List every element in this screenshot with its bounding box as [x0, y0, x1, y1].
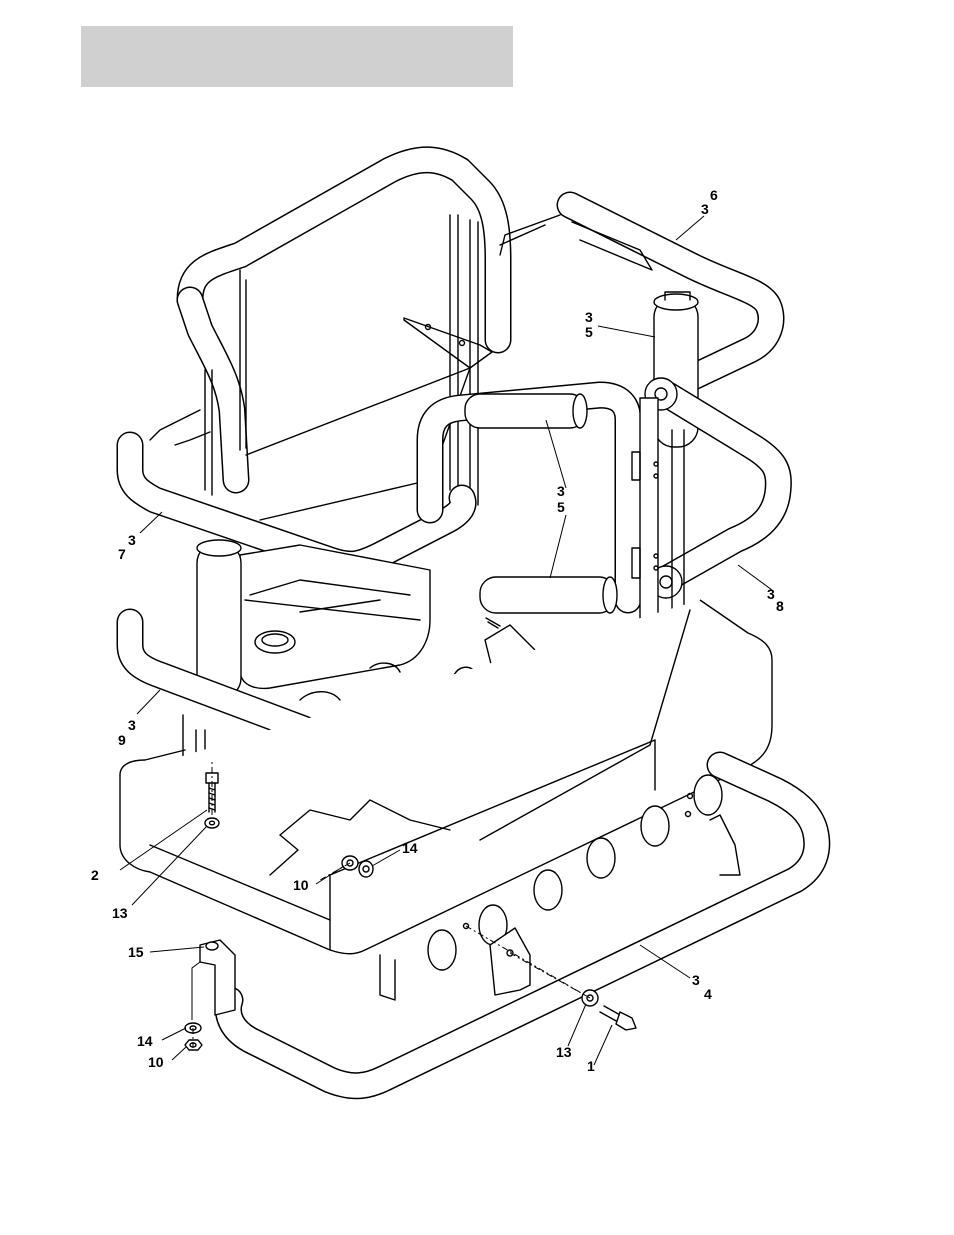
- callout-text: 13: [556, 1044, 572, 1060]
- callout-3-7: 3 7: [118, 532, 136, 562]
- callout-text: 2: [91, 867, 99, 883]
- callout-text: 3: [767, 586, 775, 602]
- callout-3-5-top: 3 5: [585, 309, 593, 340]
- callout-3-5-mid: 3 5: [557, 483, 565, 515]
- callout-1: 1: [587, 1058, 595, 1074]
- callout-text: 13: [112, 905, 128, 921]
- callout-text: 10: [293, 877, 309, 893]
- callout-text: 3: [701, 201, 709, 217]
- callout-text: 5: [557, 499, 565, 515]
- control-console: [240, 545, 430, 700]
- callout-text: 3: [585, 309, 593, 325]
- callout-10-low: 10: [148, 1054, 164, 1070]
- callout-text: 4: [704, 986, 712, 1002]
- callout-15: 15: [128, 944, 144, 960]
- callout-text: 9: [118, 732, 126, 748]
- callout-text: 5: [585, 324, 593, 340]
- mount-bracket: [192, 940, 235, 1020]
- callout-3-4: 3 4: [692, 972, 712, 1002]
- callout-3-8: 3 8: [767, 586, 784, 614]
- callout-text: 3: [128, 532, 136, 548]
- callout-text: 3: [692, 972, 700, 988]
- callout-text: 6: [710, 187, 718, 203]
- callout-13-left: 13: [112, 905, 128, 921]
- left-padded-post: [197, 540, 241, 698]
- callout-text: 7: [118, 546, 126, 562]
- lower-cylinder-pad: [480, 577, 617, 613]
- callout-text: 8: [776, 598, 784, 614]
- callout-10-mid: 10: [293, 877, 309, 893]
- callout-14-mid: 14: [402, 840, 418, 856]
- upper-guard-rail-right: [500, 205, 771, 388]
- callout-text: 10: [148, 1054, 164, 1070]
- callout-2: 2: [91, 867, 99, 883]
- callout-13-right: 13: [556, 1044, 572, 1060]
- callout-3-9: 3 9: [118, 717, 136, 748]
- callout-text: 15: [128, 944, 144, 960]
- callout-6-3: 6 3: [701, 187, 718, 217]
- callout-text: 1: [587, 1058, 595, 1074]
- callout-text: 3: [557, 483, 565, 499]
- upper-guard-rail-left: [130, 410, 463, 564]
- callout-text: 14: [137, 1033, 153, 1049]
- callout-text: 3: [128, 717, 136, 733]
- callout-14-low: 14: [137, 1033, 153, 1049]
- seat-back-frame: [190, 160, 498, 520]
- callout-text: 14: [402, 840, 418, 856]
